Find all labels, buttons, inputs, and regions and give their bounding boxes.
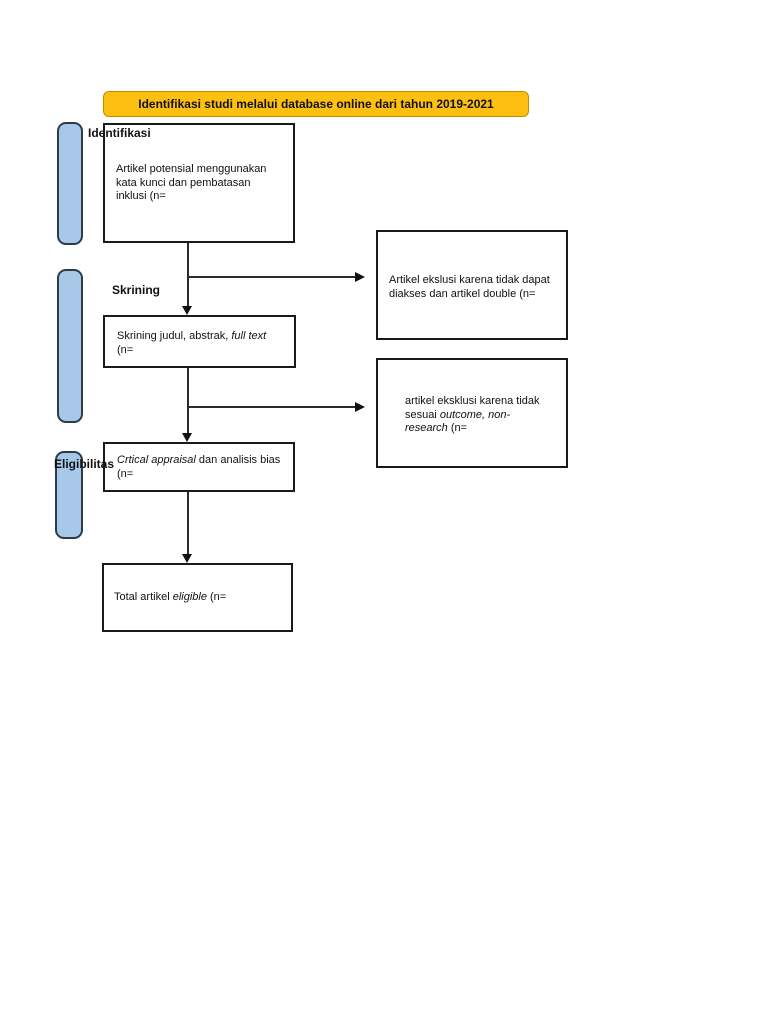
arrow-line-potensial-to-skrining bbox=[187, 243, 189, 308]
text-regular: Skrining judul, abstrak, bbox=[117, 330, 232, 342]
stage-label-identifikasi: Identifikasi bbox=[88, 126, 151, 140]
flow-box-line: inklusi (n= bbox=[116, 190, 166, 202]
flow-box-line: Skrining judul, abstrak, full text bbox=[117, 330, 286, 344]
flow-box-skrining-judul: Skrining judul, abstrak, full text (n= bbox=[103, 315, 296, 368]
stage-bar-skrining bbox=[57, 269, 83, 423]
text-regular: (n= bbox=[206, 591, 227, 603]
flow-box-line: (n= bbox=[117, 343, 134, 356]
title-banner: Identifikasi studi melalui database onli… bbox=[103, 91, 529, 117]
exclusion-box-tidak-dapat-diakses: Artikel ekslusi karena tidak dapat diaks… bbox=[376, 230, 568, 340]
flow-box-critical-appraisal: Crtical appraisal dan analisis bias (n= bbox=[103, 442, 295, 492]
arrow-line-to-exclusion-1 bbox=[188, 276, 355, 278]
arrow-head-down-icon bbox=[182, 554, 192, 563]
flow-box-line: Total artikel eligible (n= bbox=[114, 591, 283, 605]
text-italic: Crtical appraisal bbox=[117, 454, 196, 466]
arrow-line-to-exclusion-2 bbox=[188, 406, 355, 408]
arrow-line-skrining-to-appraisal bbox=[187, 368, 189, 433]
text-italic: research bbox=[405, 422, 448, 434]
flow-box-line: Artikel ekslusi karena tidak dapat bbox=[389, 274, 550, 286]
title-banner-label: Identifikasi studi melalui database onli… bbox=[138, 97, 494, 111]
text-regular: Total artikel bbox=[114, 591, 173, 603]
flow-box-line: Artikel potensial menggunakan bbox=[116, 163, 267, 175]
flow-box-line: research (n= bbox=[405, 422, 560, 436]
text-regular: dan analisis bias bbox=[195, 454, 281, 466]
flow-box-line: (n= bbox=[117, 467, 134, 480]
stage-bar-eligibilitas bbox=[55, 451, 83, 539]
text-regular: sesuai bbox=[405, 408, 440, 421]
flow-box-line: artikel eksklusi karena tidak bbox=[405, 395, 540, 407]
arrow-head-right-icon bbox=[355, 401, 365, 412]
flow-box-line: kata kunci dan pembatasan bbox=[116, 176, 251, 189]
exclusion-box-tidak-sesuai-outcome: artikel eksklusi karena tidak sesuai out… bbox=[376, 358, 568, 468]
arrow-line-appraisal-to-total bbox=[187, 492, 189, 554]
flow-box-line: diakses dan artikel double (n= bbox=[389, 287, 536, 300]
arrow-head-down-icon bbox=[182, 306, 192, 315]
arrow-head-right-icon bbox=[355, 271, 365, 282]
text-italic: outcome, non- bbox=[439, 408, 511, 421]
flow-box-total-eligible: Total artikel eligible (n= bbox=[102, 563, 293, 632]
text-regular: (n= bbox=[447, 422, 468, 434]
arrow-head-down-icon bbox=[182, 433, 192, 442]
text-italic: full text bbox=[231, 330, 267, 342]
stage-label-eligibilitas: Eligibilitas bbox=[54, 457, 115, 471]
flow-box-line: sesuai outcome, non- bbox=[405, 409, 560, 423]
flow-box-line: Crtical appraisal dan analisis bias bbox=[117, 454, 287, 468]
flow-box-artikel-potensial: Artikel potensial menggunakan kata kunci… bbox=[103, 123, 295, 243]
text-italic: eligible bbox=[172, 591, 207, 603]
stage-label-skrining: Skrining bbox=[112, 283, 161, 297]
stage-bar-identifikasi bbox=[57, 122, 83, 245]
